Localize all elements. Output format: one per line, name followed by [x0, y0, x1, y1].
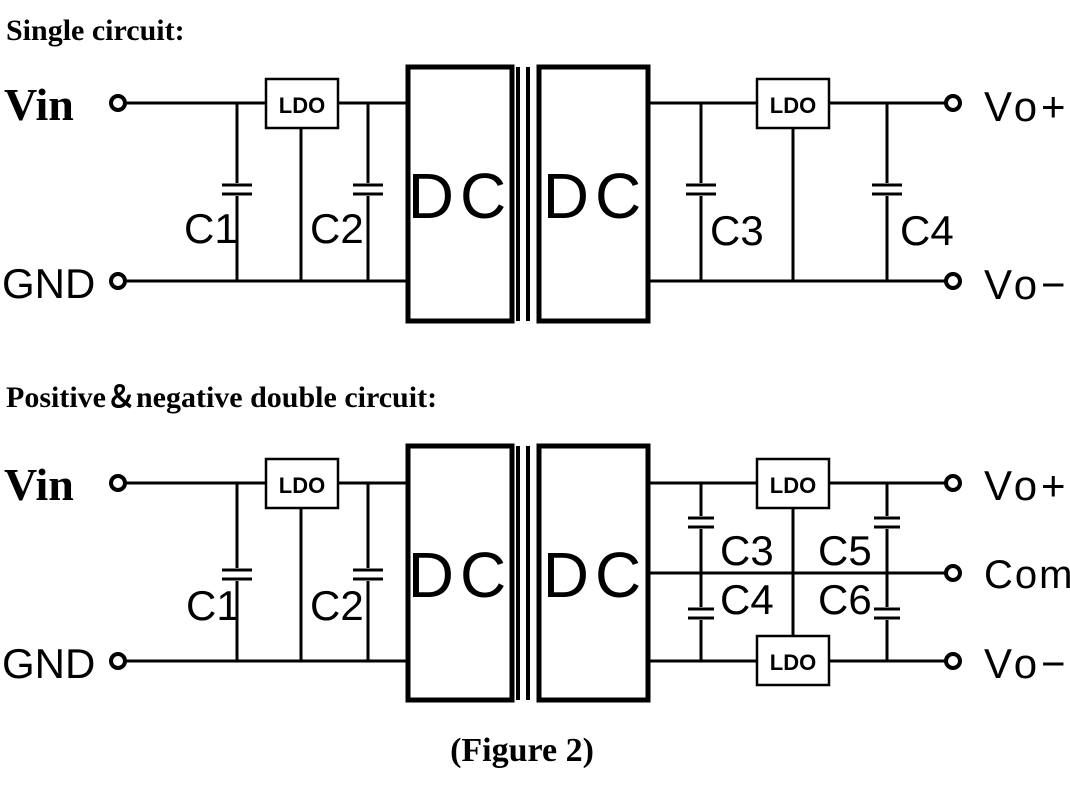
single-capacitor-c1: [222, 103, 252, 281]
double-ldo-top: LDO: [755, 457, 831, 510]
single-vo-plus-terminal: [944, 94, 962, 112]
single-capacitor-c3: [686, 103, 716, 281]
double-capacitor-c2: [353, 483, 383, 661]
double-core-bar-left: [516, 446, 520, 700]
single-circuit-title: Single circuit:: [6, 14, 185, 47]
single-circuit: Single circuit: C1 C2: [2, 14, 1070, 324]
single-dc-right-block: [536, 64, 651, 324]
single-vo-minus-terminal: [944, 272, 962, 290]
double-ldo-bottom: LDO: [755, 634, 831, 687]
double-c4-label: C4: [720, 576, 774, 623]
single-ldo-output: LDO: [755, 77, 831, 130]
double-vin-terminal: [109, 474, 127, 492]
double-core-bar-right: [526, 446, 530, 700]
single-c2-label: C2: [310, 205, 364, 252]
double-circuit-title: Positive＆negative double circuit:: [6, 381, 437, 414]
single-c4-label: C4: [900, 207, 954, 254]
double-ldo-bottom-label: LDO: [770, 650, 816, 675]
double-gnd-terminal: [109, 652, 127, 670]
double-com-terminal: [944, 564, 962, 582]
double-gnd-label: GND: [2, 640, 95, 687]
single-ldo-output-label: LDO: [770, 93, 816, 118]
single-gnd-label: GND: [2, 260, 95, 307]
double-capacitor-c4: [688, 573, 714, 661]
single-capacitor-c4: [872, 103, 902, 281]
single-core-bar-left: [516, 67, 520, 321]
single-capacitor-c2: [353, 103, 383, 281]
double-circuit: Positive＆negative double circuit: C1 C2: [2, 381, 1070, 703]
double-c5-label: C5: [818, 527, 872, 574]
single-c3-label: C3: [710, 207, 764, 254]
double-capacitor-c1: [222, 483, 252, 661]
single-vo-minus-label: Vo−: [984, 261, 1070, 308]
double-c3-label: C3: [720, 527, 774, 574]
double-ldo-top-label: LDO: [770, 473, 816, 498]
single-dc-left-label: DC: [408, 160, 512, 232]
double-ldo-input-label: LDO: [279, 473, 325, 498]
double-vo-plus-label: Vo+: [984, 462, 1070, 509]
double-dc-right-label: DC: [543, 539, 647, 611]
double-dc-right-block: [536, 443, 651, 703]
double-capacitor-c5: [874, 483, 900, 573]
single-vo-plus-label: Vo+: [984, 83, 1070, 130]
double-vo-minus-terminal: [944, 652, 962, 670]
single-vin-terminal: [109, 94, 127, 112]
double-c6-label: C6: [818, 576, 872, 623]
double-dc-left-label: DC: [408, 539, 512, 611]
double-capacitor-c3: [688, 483, 714, 573]
double-capacitor-c6: [874, 573, 900, 661]
single-dc-left-block: [405, 64, 515, 324]
double-vin-label: Vin: [4, 459, 74, 510]
single-ldo-input-label: LDO: [279, 93, 325, 118]
double-ldo-input: LDO: [264, 457, 340, 510]
single-dc-right-label: DC: [543, 160, 647, 232]
double-c1-label: C1: [186, 582, 240, 629]
double-dc-converter: DC DC: [405, 443, 651, 703]
single-c1-label: C1: [184, 205, 238, 252]
double-c2-label: C2: [310, 582, 364, 629]
double-com-label: Com: [984, 553, 1070, 597]
figure-caption: (Figure 2): [450, 732, 594, 769]
double-vo-minus-label: Vo−: [984, 640, 1070, 687]
single-dc-converter: DC DC: [405, 64, 651, 324]
single-core-bar-right: [526, 67, 530, 321]
single-gnd-terminal: [109, 272, 127, 290]
single-vin-label: Vin: [4, 79, 74, 130]
double-dc-left-block: [405, 443, 515, 703]
single-ldo-input: LDO: [264, 77, 340, 130]
double-vo-plus-terminal: [944, 474, 962, 492]
